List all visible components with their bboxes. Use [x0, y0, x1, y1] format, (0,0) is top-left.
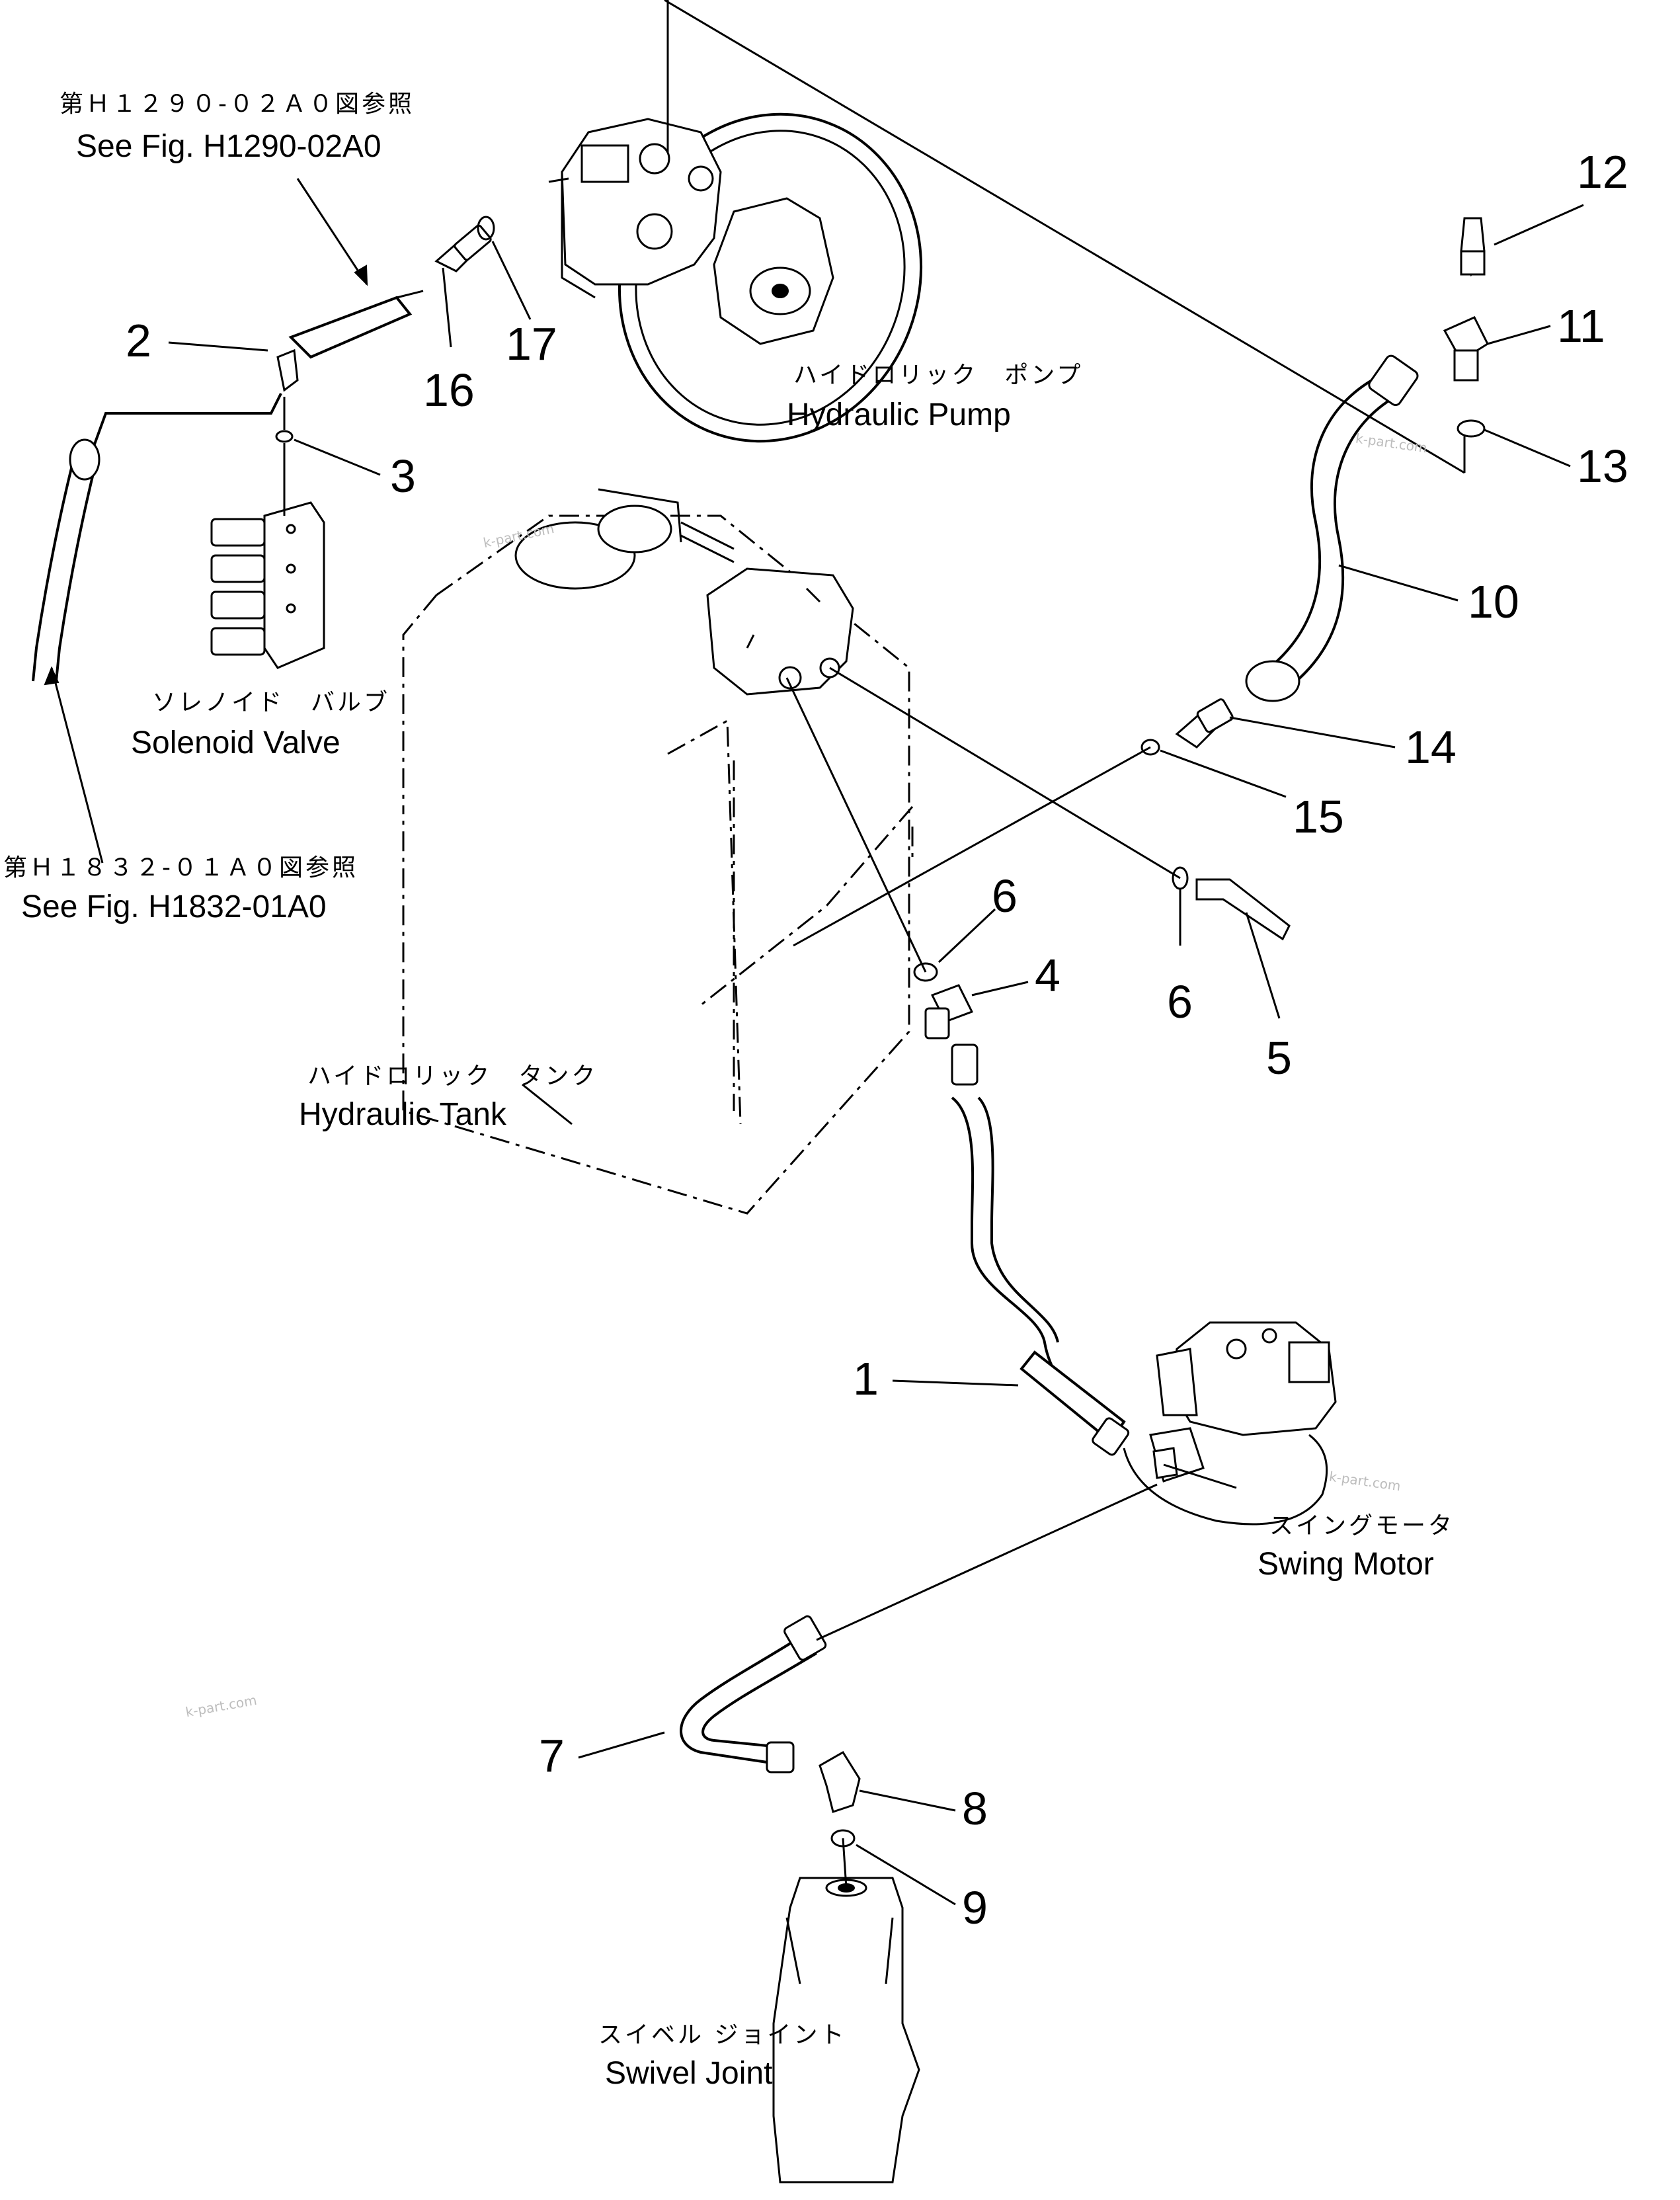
hydraulic-pump-drawing: [548, 112, 923, 443]
leader-17: [491, 241, 532, 320]
leader-11: [1487, 325, 1551, 345]
leader-14: [1229, 716, 1396, 749]
leader-4: [971, 981, 1029, 997]
part-number-1: 1: [853, 1353, 879, 1405]
leader-6a: [938, 908, 996, 963]
part-number-14: 14: [1405, 721, 1457, 773]
part-number-13: 13: [1577, 440, 1628, 492]
leader-swing-motor: [1163, 1463, 1237, 1489]
part-number-5: 5: [1266, 1032, 1292, 1084]
swing-motor-label-en: Swing Motor: [1258, 1547, 1434, 1582]
leader-10: [1338, 564, 1459, 602]
swivel-joint-label-en: Swivel Joint: [605, 2056, 773, 2091]
hydraulic-tank-drawing: [402, 488, 914, 1215]
part-number-4: 4: [1035, 950, 1060, 1001]
arrow-ref-upper: [296, 178, 368, 285]
leader-hydraulic-tank: [522, 1083, 573, 1125]
leader-8: [859, 1789, 956, 1812]
part-number-3: 3: [390, 450, 416, 502]
leader-7: [578, 1731, 665, 1759]
reference-upper-en: See Fig. H1290-02A0: [76, 129, 381, 164]
hydraulic-pump-label-jp: ハイドロリック ポンプ: [793, 362, 1084, 389]
part-number-2: 2: [126, 315, 151, 366]
swing-motor-label-jp: スイングモータ: [1269, 1512, 1455, 1539]
swivel-joint-drawing: [772, 1877, 920, 2183]
leader-13: [1484, 428, 1571, 468]
reference-lower-jp: 第Ｈ１８３２-０１Ａ０図参照: [3, 854, 358, 881]
solenoid-valve-label-jp: ソレノイド バルブ: [152, 689, 391, 716]
part-number-8: 8: [962, 1783, 988, 1834]
hydraulic-pump-label-en: Hydraulic Pump: [787, 397, 1011, 432]
part-number-17: 17: [506, 318, 557, 370]
leader-1: [892, 1379, 1019, 1387]
leader-16: [442, 267, 452, 348]
part-number-16: 16: [423, 364, 475, 416]
part-number-7: 7: [539, 1730, 565, 1781]
part-number-10: 10: [1468, 576, 1519, 628]
solenoid-valve-drawing: [210, 501, 325, 669]
swing-motor-drawing: [1123, 1321, 1337, 1526]
reference-upper-jp: 第Ｈ１２９０-０２Ａ０図参照: [60, 91, 415, 118]
part-number-6-left: 6: [992, 870, 1018, 922]
part-number-11: 11: [1557, 300, 1605, 352]
leader-12: [1494, 204, 1584, 246]
swivel-joint-label-jp: スイベル ジョイント: [598, 2021, 847, 2049]
part-number-9: 9: [962, 1882, 988, 1934]
leader-5: [1245, 912, 1281, 1019]
part-number-12: 12: [1577, 146, 1628, 198]
leader-15: [1160, 749, 1287, 798]
reference-lower-en: See Fig. H1832-01A0: [21, 889, 327, 924]
solenoid-valve-label-en: Solenoid Valve: [131, 725, 340, 760]
hydraulic-tank-label-en: Hydraulic Tank: [299, 1097, 506, 1132]
leader-3: [294, 438, 381, 476]
arrow-ref-lower: [50, 667, 104, 864]
part-number-6-right: 6: [1167, 976, 1193, 1028]
leader-9: [856, 1844, 956, 1906]
leader-2: [168, 341, 268, 352]
part-number-15: 15: [1293, 791, 1344, 842]
hydraulic-tank-label-jp: ハイドロリック タンク: [307, 1063, 598, 1090]
